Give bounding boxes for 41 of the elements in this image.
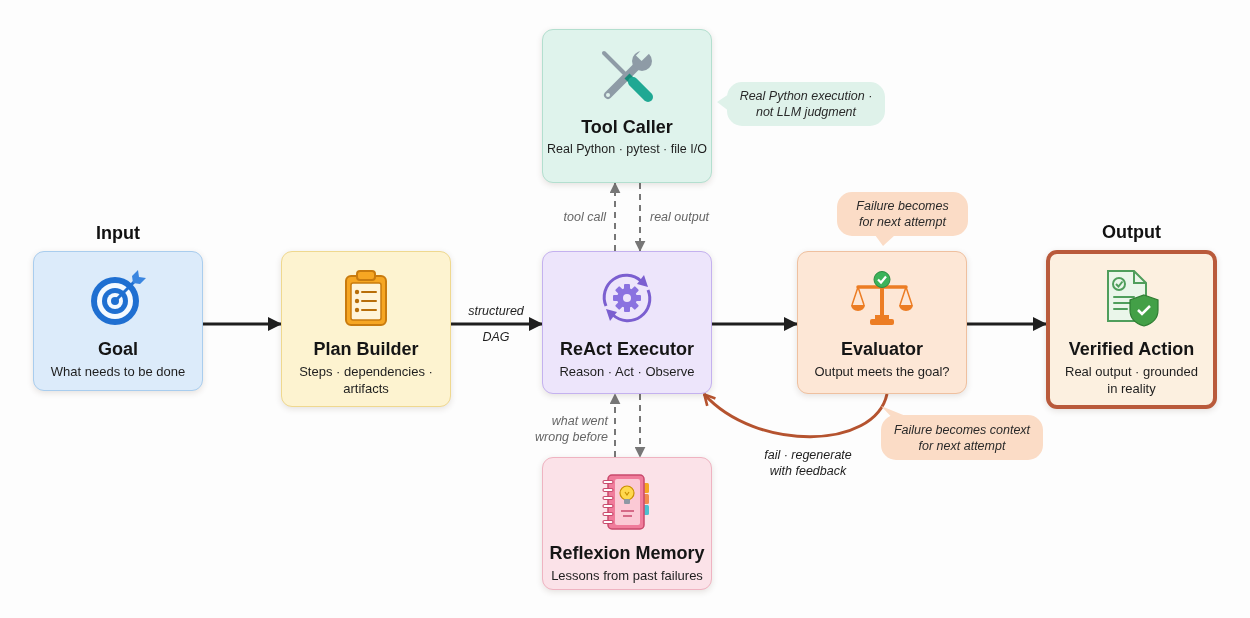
box-description: Reason · Act · Observe [559,363,695,380]
edge-label: fail · regenerate with feedback [763,447,853,479]
box-title: Goal [98,338,138,360]
callout-text: Real Python execution · not LLM judgment [738,88,874,120]
callout-text: Failure becomes context for next attempt [892,421,1032,454]
process-box [797,251,967,394]
dashed-arrow [609,182,621,252]
section-heading: Output [1102,221,1161,243]
edge-label: tool call [563,209,606,225]
edge-label: real output [650,209,710,225]
callout-text: Failure becomes for next attempt [855,198,950,230]
process-box [542,29,712,183]
process-box [542,251,712,394]
speech-bubble [717,82,885,126]
speech-bubble [837,192,968,246]
edge-label: what went wrong before [534,413,608,445]
process-box [542,457,712,590]
box-title: Evaluator [841,338,923,360]
box-title: Verified Action [1068,338,1195,360]
box-title: Plan Builder [313,338,419,360]
dashed-arrow [609,393,621,458]
dashed-arrow [634,182,646,252]
process-box [281,251,451,407]
box-title: Tool Caller [581,116,673,138]
box-description: Real output · grounded in reality [1064,363,1199,397]
speech-bubble [881,406,1043,460]
box-title: ReAct Executor [559,338,694,360]
arrow [967,317,1047,331]
box-description: Real Python · pytest · file I/O [547,141,707,158]
box-description: What needs to be done [50,363,186,380]
arrow [203,317,282,331]
section-heading: Input [96,222,140,244]
box-description: Output meets the goal? [814,363,950,380]
arrow [451,317,543,331]
edge-label: structured DAG [467,303,525,346]
box-title: Reflexion Memory [549,542,705,564]
curved-arrow [703,392,889,439]
box-description: Steps · dependencies · artifacts [298,363,434,397]
box-description: Lessons from past failures [551,567,703,584]
dashed-arrow [634,393,646,458]
arrow [712,317,798,331]
